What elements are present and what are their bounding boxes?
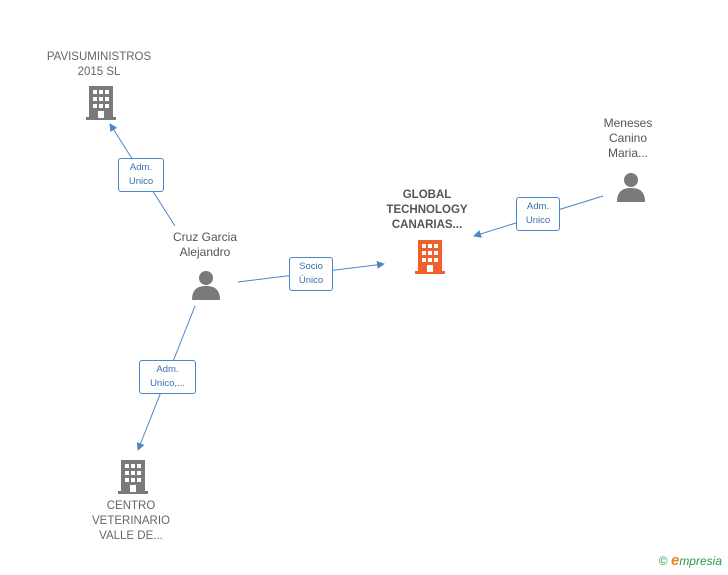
pavisuministros-label[interactable]: PAVISUMINISTROS 2015 SL	[46, 51, 152, 78]
centro-veterinario-label[interactable]: CENTRO VETERINARIO VALLE DE...	[92, 500, 170, 542]
building-icon[interactable]	[414, 240, 446, 274]
cruz-garcia-label[interactable]: Cruz Garcia Alejandro	[172, 230, 237, 259]
person-icon[interactable]	[616, 172, 646, 202]
edge-label-adm-unico[interactable]: Adm. Unico	[516, 197, 560, 231]
edge-label-socio-unico[interactable]: Socio Único	[289, 257, 333, 291]
copyright-symbol: ©	[658, 554, 668, 568]
brand-initial: e	[670, 552, 680, 569]
global-technology-label[interactable]: GLOBAL TECHNOLOGY CANARIAS...	[386, 189, 468, 231]
edge-label-adm-unico-etc[interactable]: Adm. Unico,...	[139, 360, 196, 394]
meneses-label[interactable]: Meneses Canino Maria...	[603, 116, 653, 160]
person-icon[interactable]	[191, 270, 221, 300]
brand-name: mpresia	[679, 554, 722, 568]
edge-label-adm-unico[interactable]: Adm. Unico	[118, 158, 164, 192]
building-icon[interactable]	[86, 86, 116, 120]
empresia-logo: © empresia	[659, 552, 722, 569]
building-icon[interactable]	[118, 460, 148, 494]
